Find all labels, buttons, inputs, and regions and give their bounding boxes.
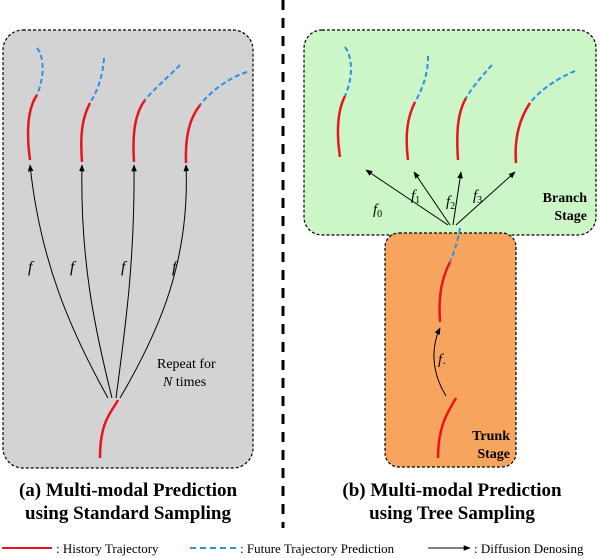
trunk-history-trajectory: [436, 397, 458, 459]
legend-history-label: : History Trajectory: [56, 541, 159, 556]
panel-a-caption-line1: (a) Multi-modal Prediction: [19, 480, 238, 501]
panel-a-trajectory-2: [80, 57, 105, 163]
panel-a-trajectory-1: [26, 47, 44, 161]
branch-f-label-0: f0: [373, 202, 382, 220]
branch-trajectory-2: [405, 55, 429, 161]
legend-denoise-label: : Diffusion Denosing: [474, 541, 584, 556]
trunk-f-label: f·: [438, 352, 446, 370]
panel-b-caption-line1: (b) Multi-modal Prediction: [342, 480, 562, 501]
branch-stage-box: [303, 29, 597, 236]
panel-a-f-label-1: f: [28, 259, 35, 276]
repeat-text-line1: Repeat for: [157, 357, 216, 372]
branch-trajectory-4: [514, 70, 576, 164]
trunk-stage-label-line1: Trunk: [472, 429, 510, 444]
branch-stage-label-line2: Stage: [554, 209, 587, 224]
repeat-text-line2: N times: [162, 375, 206, 390]
panel-a-trajectory-3: [132, 64, 181, 163]
panel-a-denoise-arrows: [27, 164, 190, 399]
panel-a-f-label-2: f: [70, 259, 77, 276]
branch-f-label-3: f3: [473, 188, 482, 206]
trunk-denoise-arrow: [433, 327, 447, 397]
branch-f-label-2: f2: [446, 194, 455, 212]
legend-future-label: : Future Trajectory Prediction: [240, 541, 395, 556]
panel-a-caption-line2: using Standard Sampling: [25, 503, 231, 524]
trunk-stage-label-line2: Stage: [477, 447, 510, 462]
panel-b-caption-line2: using Tree Sampling: [369, 503, 535, 524]
panel-a-box: [2, 29, 254, 469]
branch-denoise-arrows: [365, 169, 516, 226]
panel-a-history-trajectory: [98, 399, 120, 459]
branch-f-label-1: f1: [411, 188, 420, 206]
branch-stage-label-line1: Branch: [543, 191, 588, 206]
branch-trajectory-3: [456, 64, 493, 161]
panel-a-f-label-3: f: [121, 259, 128, 276]
panel-a-trajectory-4: [184, 71, 248, 164]
trunk-stage-box: [384, 232, 517, 468]
panel-a-f-label-4: f: [172, 259, 179, 276]
trunk-trajectory-future: [438, 227, 461, 323]
branch-trajectory-1: [336, 46, 352, 158]
